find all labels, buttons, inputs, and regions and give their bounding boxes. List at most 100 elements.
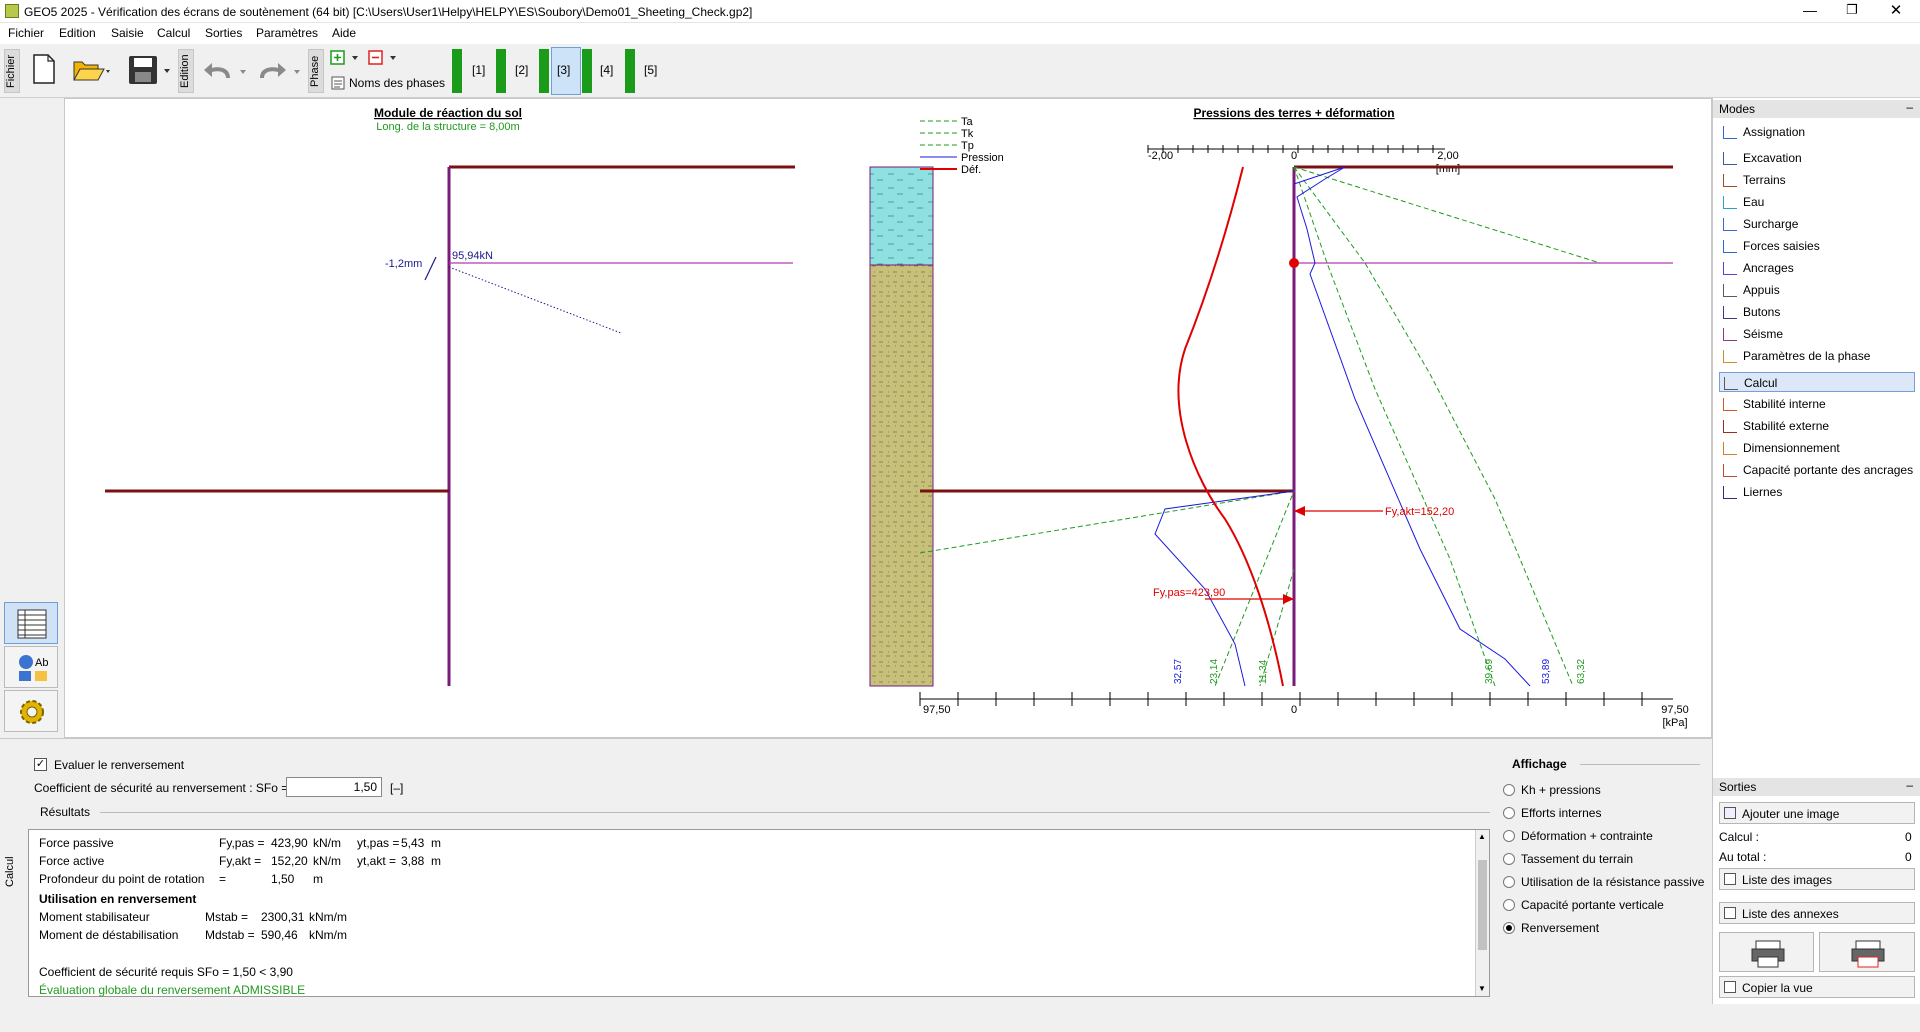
result-name: Force passive xyxy=(39,836,114,850)
phase-1-tab[interactable]: [1] xyxy=(472,63,486,77)
mode-butons[interactable]: Butons xyxy=(1719,302,1915,322)
add-image-button[interactable]: Ajouter une image xyxy=(1719,802,1915,824)
settings-gear-icon[interactable] xyxy=(4,690,58,732)
mode-label: Surcharge xyxy=(1743,217,1799,231)
radio-utilisation-de-la-r-sistance-passive[interactable] xyxy=(1503,876,1515,888)
redo-icon[interactable] xyxy=(256,60,304,85)
mode-excavation[interactable]: Excavation xyxy=(1719,148,1915,168)
radio-efforts-internes[interactable] xyxy=(1503,807,1515,819)
affichage-option-label[interactable]: Tassement du terrain xyxy=(1521,852,1634,866)
undo-icon[interactable] xyxy=(202,60,250,85)
save-icon[interactable] xyxy=(128,55,172,88)
value-label-2: 23,14 xyxy=(1209,659,1220,684)
phase-names-icon[interactable] xyxy=(331,76,345,93)
mode-liernes[interactable]: Liernes xyxy=(1719,482,1915,502)
mode-icon xyxy=(1723,284,1737,297)
mode-assignation[interactable]: Assignation xyxy=(1719,122,1915,142)
mode-label: Stabilité interne xyxy=(1743,397,1826,411)
open-file-icon[interactable] xyxy=(72,56,112,87)
calc-panel: Calcul ✓ Evaluer le renversement Coeffic… xyxy=(0,738,1712,1004)
scroll-thumb[interactable] xyxy=(1478,860,1487,950)
print-button[interactable] xyxy=(1719,932,1814,972)
affichage-option-label[interactable]: Capacité portante verticale xyxy=(1521,898,1664,912)
copy-view-button[interactable]: Copier la vue xyxy=(1719,976,1915,998)
phase-3-tab[interactable]: [3] xyxy=(557,63,571,77)
mode-stabilit-externe[interactable]: Stabilité externe xyxy=(1719,416,1915,436)
evaluate-checkbox[interactable]: ✓ xyxy=(34,758,47,771)
phase-5-tab[interactable]: [5] xyxy=(644,63,658,77)
tk-lower-curve xyxy=(1259,568,1295,687)
result-name: Moment de déstabilisation xyxy=(39,928,179,942)
mode-ancrages[interactable]: Ancrages xyxy=(1719,258,1915,278)
phase-4-tab[interactable]: [4] xyxy=(600,63,614,77)
restore-icon[interactable]: ❐ xyxy=(1846,2,1858,17)
radio-capacit-portante-verticale[interactable] xyxy=(1503,899,1515,911)
sf-input[interactable] xyxy=(286,777,382,797)
radio-d-formation-contrainte[interactable] xyxy=(1503,830,1515,842)
mode-calcul[interactable]: Calcul xyxy=(1719,372,1915,392)
affichage-option-label[interactable]: Efforts internes xyxy=(1521,806,1602,820)
minimize-icon[interactable]: — xyxy=(1803,2,1817,18)
mode-label: Ancrages xyxy=(1743,261,1794,275)
mode-label: Stabilité externe xyxy=(1743,419,1830,433)
menu-calcul[interactable]: Calcul xyxy=(157,26,191,40)
mode-capacit-portante-des-ancrages[interactable]: Capacité portante des ancrages xyxy=(1719,460,1915,480)
mode-label: Eau xyxy=(1743,195,1765,209)
mode-param-tres-de-la-phase[interactable]: Paramètres de la phase xyxy=(1719,346,1915,366)
water-layer xyxy=(869,166,934,266)
mode-stabilit-interne[interactable]: Stabilité interne xyxy=(1719,394,1915,414)
radio-tassement-du-terrain[interactable] xyxy=(1503,853,1515,865)
print-preview-button[interactable] xyxy=(1819,932,1915,972)
affichage-option-label[interactable]: Kh + pressions xyxy=(1521,783,1601,797)
new-file-icon[interactable] xyxy=(32,54,56,87)
sf-unit: [–] xyxy=(390,781,404,795)
radio-kh-pressions[interactable] xyxy=(1503,784,1515,796)
left-button-panel: Ab xyxy=(0,98,64,738)
affichage-title: Affichage xyxy=(1512,757,1567,771)
result-name: Profondeur du point de rotation xyxy=(39,872,205,886)
mode-s-isme[interactable]: Séisme xyxy=(1719,324,1915,344)
mode-appuis[interactable]: Appuis xyxy=(1719,280,1915,300)
menu-sorties[interactable]: Sorties xyxy=(205,26,243,40)
collapse-icon[interactable]: – xyxy=(1906,100,1913,114)
close-icon[interactable]: ✕ xyxy=(1889,2,1903,19)
phase-names-label[interactable]: Noms des phases xyxy=(349,76,446,90)
menu-saisie[interactable]: Saisie xyxy=(111,26,144,40)
mode-eau[interactable]: Eau xyxy=(1719,192,1915,212)
affichage-option-label[interactable]: Utilisation de la résistance passive xyxy=(1521,875,1705,889)
menu-parametres[interactable]: Paramètres xyxy=(256,26,319,40)
radio-renversement[interactable] xyxy=(1503,922,1515,934)
soil-layer xyxy=(869,264,934,687)
scroll-down-icon[interactable]: ▼ xyxy=(1478,984,1486,993)
add-phase-icon[interactable] xyxy=(330,50,362,69)
phase-2-tab[interactable]: [2] xyxy=(515,63,529,77)
mode-dimensionnement[interactable]: Dimensionnement xyxy=(1719,438,1915,458)
menu-edition[interactable]: Edition xyxy=(59,26,96,40)
bottom-axis-min: 97,50 xyxy=(923,704,951,716)
menu-aide[interactable]: Aide xyxy=(332,26,357,40)
phase-3-tab-active[interactable] xyxy=(551,47,581,95)
sorties-panel: Sorties – Ajouter une image Calcul : 0 A… xyxy=(1712,778,1920,1004)
remove-phase-icon[interactable] xyxy=(368,50,400,69)
menu-fichier[interactable]: Fichier xyxy=(8,26,45,40)
table-view-button[interactable] xyxy=(4,602,58,644)
drawing-canvas[interactable]: Module de réaction du sol Long. de la st… xyxy=(64,98,1712,738)
mode-forces-saisies[interactable]: Forces saisies xyxy=(1719,236,1915,256)
list-images-button[interactable]: Liste des images xyxy=(1719,868,1915,890)
objects-view-button[interactable]: Ab xyxy=(4,646,58,688)
result-name: Force active xyxy=(39,854,105,868)
mode-surcharge[interactable]: Surcharge xyxy=(1719,214,1915,234)
affichage-option-label[interactable]: Renversement xyxy=(1521,921,1600,935)
scroll-up-icon[interactable]: ▲ xyxy=(1478,832,1486,841)
collapse-icon[interactable]: – xyxy=(1906,778,1913,792)
affichage-option-label[interactable]: Déformation + contrainte xyxy=(1521,829,1653,843)
list-annex-button[interactable]: Liste des annexes xyxy=(1719,902,1915,924)
result-symbol: Mdstab = xyxy=(205,928,255,942)
results-scrollbar[interactable]: ▲ ▼ xyxy=(1475,830,1489,996)
list-icon xyxy=(1724,907,1736,919)
mode-terrains[interactable]: Terrains xyxy=(1719,170,1915,190)
